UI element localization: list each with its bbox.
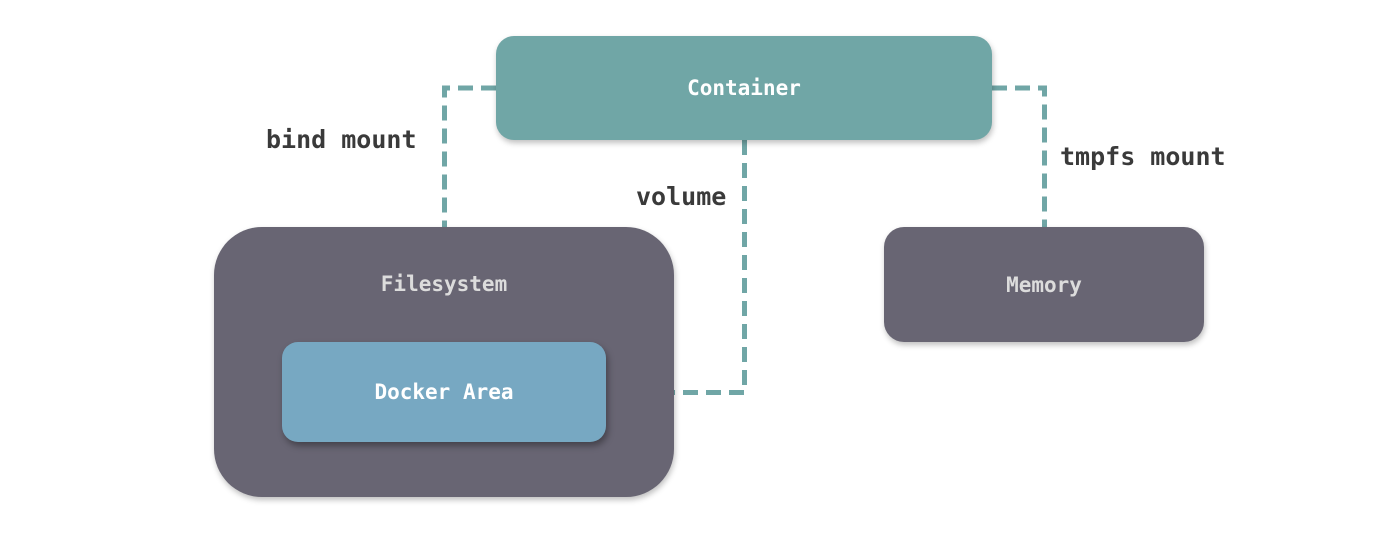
container-node: Container: [496, 36, 992, 140]
memory-node: Memory: [884, 227, 1204, 342]
volume-label: volume: [636, 182, 727, 211]
bind-mount-label: bind mount: [266, 125, 417, 154]
memory-label: Memory: [1006, 272, 1082, 297]
bind-mount-connector: [442, 85, 496, 227]
docker-area-label: Docker Area: [374, 380, 514, 404]
tmpfs-mount-label: tmpfs mount: [1060, 142, 1226, 171]
container-label: Container: [687, 76, 801, 100]
filesystem-label: Filesystem: [380, 272, 508, 296]
tmpfs-mount-connector: [992, 85, 1047, 227]
docker-area-node: Docker Area: [282, 342, 606, 442]
